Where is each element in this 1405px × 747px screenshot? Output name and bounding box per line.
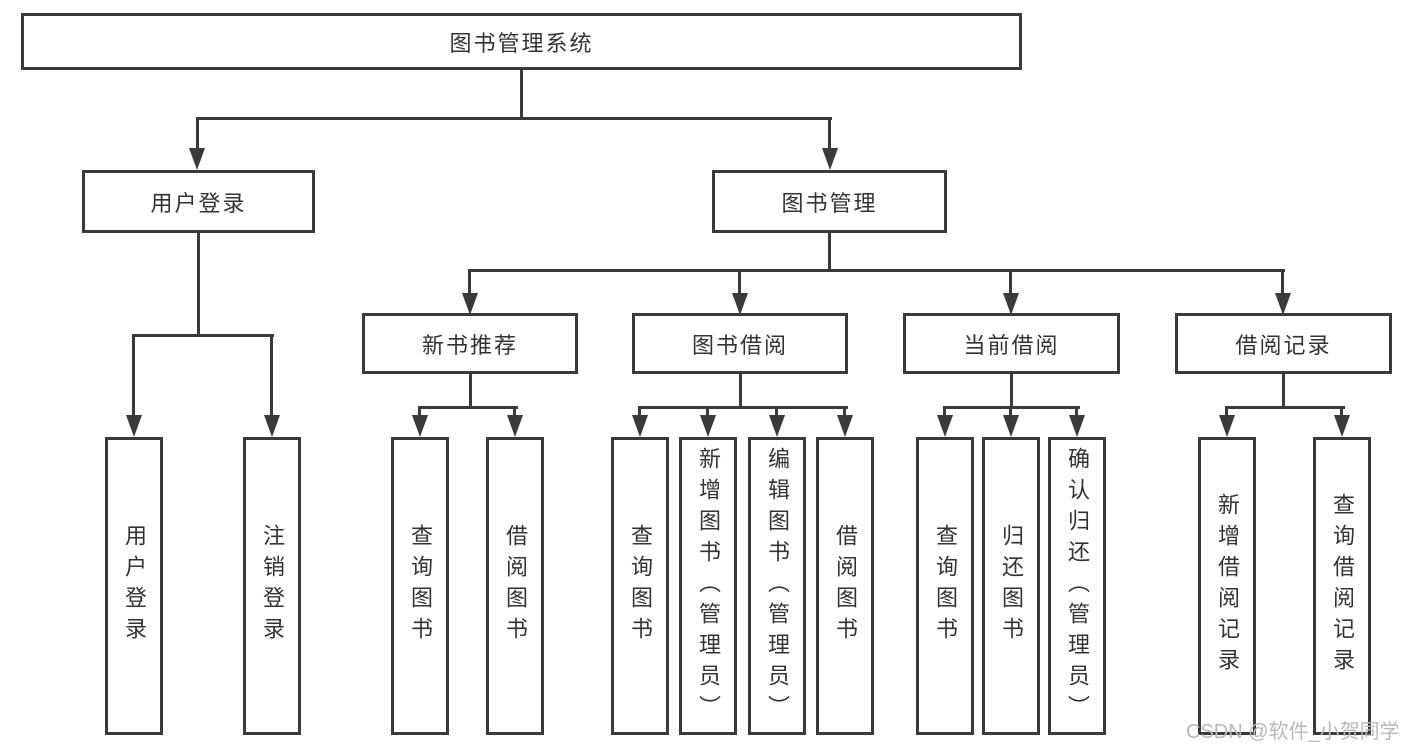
leaf-query-books-borrow-label: 查询图书 bbox=[628, 524, 653, 648]
arrowhead-down-icon bbox=[732, 293, 748, 315]
node-user-login-label: 用户登录 bbox=[150, 190, 247, 216]
leaf-confirm-return-admin: 确认归还（管理员） bbox=[1048, 437, 1106, 735]
arrowhead-down-icon bbox=[1219, 415, 1235, 437]
connector-book-management-stem bbox=[828, 232, 831, 271]
leaf-logout-label: 注销登录 bbox=[260, 524, 285, 648]
connector-to-leaf bbox=[706, 408, 709, 417]
connector-to-leaf bbox=[1340, 408, 1343, 417]
leaf-borrow-books-recommend-label: 借阅图书 bbox=[503, 524, 528, 648]
arrowhead-down-icon bbox=[507, 415, 523, 437]
leaf-query-borrow-record-label: 查询借阅记录 bbox=[1330, 493, 1355, 679]
connector-book-management-split bbox=[468, 269, 1285, 272]
node-book-management-label: 图书管理 bbox=[781, 190, 878, 216]
leaf-borrow-books-label: 借阅图书 bbox=[833, 524, 858, 648]
arrowhead-down-icon bbox=[1069, 415, 1085, 437]
arrowhead-down-icon bbox=[189, 148, 205, 170]
connector-to-leaf bbox=[513, 408, 516, 417]
connector-to-leaf bbox=[1225, 408, 1228, 417]
leaf-query-books-borrow: 查询图书 bbox=[611, 437, 669, 735]
leaf-user-login: 用户登录 bbox=[105, 437, 163, 735]
leaf-query-books-recommend-label: 查询图书 bbox=[408, 524, 433, 648]
arrowhead-down-icon bbox=[632, 415, 648, 437]
leaf-add-borrow-record-label: 新增借阅记录 bbox=[1215, 493, 1240, 679]
node-root-label: 图书管理系统 bbox=[449, 30, 594, 56]
node-borrow-records-label: 借阅记录 bbox=[1235, 332, 1332, 358]
leaf-query-books-current-label: 查询图书 bbox=[933, 524, 958, 648]
node-borrow-records: 借阅记录 bbox=[1175, 313, 1392, 374]
connector-book-borrow-stem bbox=[739, 374, 742, 408]
arrowhead-down-icon bbox=[126, 415, 142, 437]
arrowhead-down-icon bbox=[1003, 415, 1019, 437]
connector-to-leaf bbox=[843, 408, 846, 417]
node-new-book-recommend: 新书推荐 bbox=[362, 313, 578, 374]
arrowhead-down-icon bbox=[937, 415, 953, 437]
leaf-return-books-label: 归还图书 bbox=[999, 524, 1024, 648]
arrowhead-down-icon bbox=[264, 415, 280, 437]
arrowhead-down-icon bbox=[412, 415, 428, 437]
leaf-user-login-label: 用户登录 bbox=[122, 524, 147, 648]
node-book-management: 图书管理 bbox=[712, 170, 947, 233]
arrowhead-down-icon bbox=[1003, 293, 1019, 315]
leaf-borrow-books: 借阅图书 bbox=[816, 437, 874, 735]
arrowhead-down-icon bbox=[700, 415, 716, 437]
csdn-watermark: CSDN @软件_小贺同学 bbox=[1186, 721, 1400, 743]
connector-current-borrow-split bbox=[943, 406, 1080, 409]
connector-to-leaf bbox=[638, 408, 641, 417]
connector-new-book-stem bbox=[469, 374, 472, 408]
arrowhead-down-icon bbox=[822, 148, 838, 170]
arrowhead-down-icon bbox=[1334, 415, 1350, 437]
leaf-edit-books-admin-label: 编辑图书（管理员） bbox=[765, 446, 790, 726]
leaf-edit-books-admin: 编辑图书（管理员） bbox=[748, 437, 806, 735]
connector-to-leaf bbox=[943, 408, 946, 417]
connector-user-login-split bbox=[132, 334, 274, 337]
connector-new-book-split bbox=[418, 406, 518, 409]
leaf-add-borrow-record: 新增借阅记录 bbox=[1198, 437, 1256, 735]
connector-to-leaf bbox=[132, 336, 135, 416]
leaf-borrow-books-recommend: 借阅图书 bbox=[486, 437, 544, 735]
arrowhead-down-icon bbox=[1275, 293, 1291, 315]
connector-to-book-borrow bbox=[738, 271, 741, 295]
node-root: 图书管理系统 bbox=[21, 13, 1022, 70]
connector-to-leaf bbox=[1009, 408, 1012, 417]
connector-root-split bbox=[196, 117, 832, 120]
connector-to-current-borrow bbox=[1009, 271, 1012, 295]
leaf-logout: 注销登录 bbox=[243, 437, 301, 735]
arrowhead-down-icon bbox=[462, 293, 478, 315]
connector-to-leaf bbox=[270, 336, 273, 416]
connector-to-leaf bbox=[418, 408, 421, 417]
arrowhead-down-icon bbox=[837, 415, 853, 437]
leaf-add-books-admin: 新增图书（管理员） bbox=[679, 437, 737, 735]
connector-to-user-login bbox=[196, 119, 199, 150]
connector-borrow-records-split bbox=[1225, 406, 1345, 409]
connector-to-leaf bbox=[1075, 408, 1078, 417]
connector-borrow-records-stem bbox=[1282, 374, 1285, 408]
leaf-add-books-admin-label: 新增图书（管理员） bbox=[696, 446, 721, 726]
connector-to-new-book bbox=[468, 271, 471, 295]
node-book-borrow: 图书借阅 bbox=[632, 313, 848, 374]
node-user-login: 用户登录 bbox=[82, 170, 315, 233]
connector-root-stem bbox=[520, 69, 523, 119]
node-current-borrow: 当前借阅 bbox=[903, 313, 1120, 374]
leaf-query-borrow-record: 查询借阅记录 bbox=[1313, 437, 1371, 735]
connector-to-borrow-records bbox=[1281, 271, 1284, 295]
connector-book-borrow-split bbox=[638, 406, 848, 409]
node-current-borrow-label: 当前借阅 bbox=[963, 332, 1060, 358]
connector-to-book-management bbox=[828, 119, 831, 150]
connector-user-login-stem bbox=[197, 232, 200, 336]
arrowhead-down-icon bbox=[769, 415, 785, 437]
connector-to-leaf bbox=[775, 408, 778, 417]
leaf-confirm-return-admin-label: 确认归还（管理员） bbox=[1065, 446, 1090, 726]
leaf-query-books-recommend: 查询图书 bbox=[391, 437, 449, 735]
leaf-query-books-current: 查询图书 bbox=[916, 437, 974, 735]
node-new-book-recommend-label: 新书推荐 bbox=[421, 332, 518, 358]
connector-current-borrow-stem bbox=[1010, 374, 1013, 408]
node-book-borrow-label: 图书借阅 bbox=[691, 332, 788, 358]
leaf-return-books: 归还图书 bbox=[982, 437, 1040, 735]
